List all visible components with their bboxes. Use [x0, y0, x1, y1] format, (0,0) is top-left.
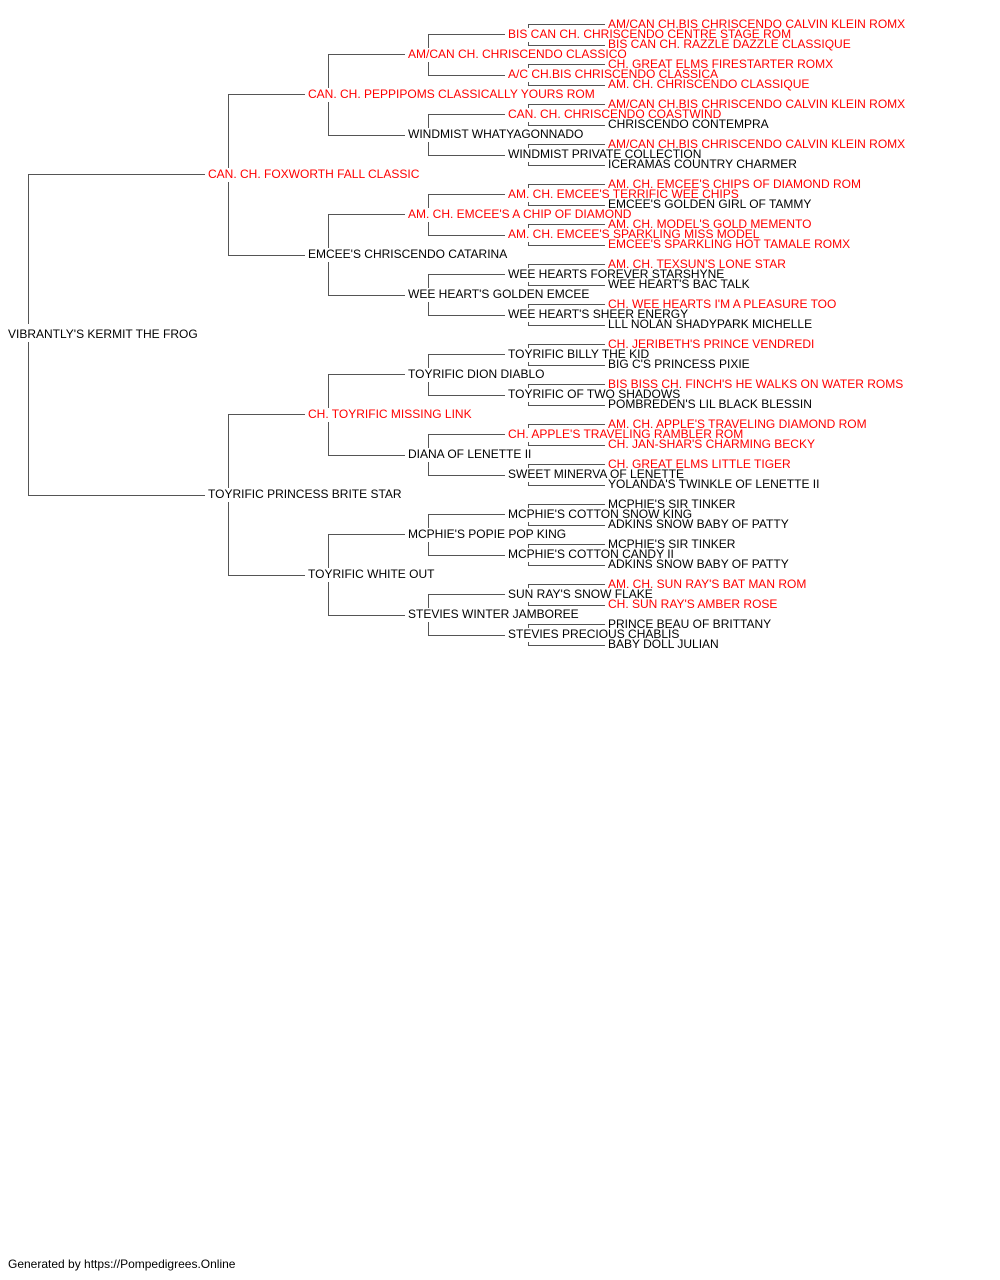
ancestor-name: BIG C'S PRINCESS PIXIE [608, 357, 750, 371]
ancestor-name: CH. TOYRIFIC MISSING LINK [308, 407, 472, 421]
ancestor-name: AM. CH. TEXSUN'S LONE STAR [608, 257, 786, 271]
ancestor-name: YOLANDA'S TWINKLE OF LENETTE II [608, 477, 819, 491]
generated-by-footer: Generated by https://Pompedigrees.Online [8, 1257, 236, 1271]
ancestor-name: WINDMIST PRIVATE COLLECTION [508, 147, 701, 161]
ancestor-name: AM. CH. APPLE'S TRAVELING DIAMOND ROM [608, 417, 867, 431]
ancestor-name: AM/CAN CH.BIS CHRISCENDO CALVIN KLEIN RO… [608, 137, 905, 151]
ancestor-name: ADKINS SNOW BABY OF PATTY [608, 557, 789, 571]
ancestor-name: TOYRIFIC BILLY THE KID [508, 347, 649, 361]
pedigree-labels: VIBRANTLY'S KERMIT THE FROG CAN. CH. FOXW… [8, 17, 905, 651]
ancestor-name: TOYRIFIC OF TWO SHADOWS [508, 387, 680, 401]
ancestor-name: ADKINS SNOW BABY OF PATTY [608, 517, 789, 531]
ancestor-name: POMBREDEN'S LIL BLACK BLESSIN [608, 397, 812, 411]
ancestor-name: ICERAMAS COUNTRY CHARMER [608, 157, 797, 171]
ancestor-name: AM. CH. EMCEE'S A CHIP OF DIAMOND [408, 207, 632, 221]
ancestor-name: WEE HEART'S BAC TALK [608, 277, 750, 291]
ancestor-name: LLL NOLAN SHADYPARK MICHELLE [608, 317, 812, 331]
ancestor-name: SWEET MINERVA OF LENETTE [508, 467, 684, 481]
pedigree-connectors [28, 24, 605, 646]
ancestor-name: STEVIES WINTER JAMBOREE [408, 607, 579, 621]
ancestor-name: WEE HEART'S SHEER ENERGY [508, 307, 688, 321]
ancestor-name: WEE HEART'S GOLDEN EMCEE [408, 287, 589, 301]
ancestor-name: AM. CH. CHRISCENDO CLASSIQUE [608, 77, 809, 91]
ancestor-name: WINDMIST WHATYAGONNADO [408, 127, 583, 141]
ancestor-name: MCPHIE'S COTTON CANDY II [508, 547, 674, 561]
ancestor-name: AM. CH. EMCEE'S SPARKLING MISS MODEL [508, 227, 760, 241]
ancestor-name: MCPHIE'S POPIE POP KING [408, 527, 566, 541]
subject-dog-name: VIBRANTLY'S KERMIT THE FROG [8, 327, 198, 341]
ancestor-name: CH. SUN RAY'S AMBER ROSE [608, 597, 777, 611]
ancestor-name: TOYRIFIC DION DIABLO [408, 367, 544, 381]
ancestor-name: CH. GREAT ELMS LITTLE TIGER [608, 457, 791, 471]
ancestor-name: AM. CH. SUN RAY'S BAT MAN ROM [608, 577, 806, 591]
ancestor-name: BIS BISS CH. FINCH'S HE WALKS ON WATER R… [608, 377, 903, 391]
ancestor-name: TOYRIFIC PRINCESS BRITE STAR [208, 487, 402, 501]
ancestor-name: WEE HEARTS FOREVER STARSHYNE [508, 267, 724, 281]
ancestor-name: BIS CAN CH. CHRISCENDO CENTRE STAGE ROM [508, 27, 791, 41]
ancestor-name: CHRISCENDO CONTEMPRA [608, 117, 769, 131]
ancestor-name: AM. CH. MODEL'S GOLD MEMENTO [608, 217, 811, 231]
ancestor-name: AM. CH. EMCEE'S TERRIFIC WEE CHIPS [508, 187, 739, 201]
ancestor-name: CAN. CH. PEPPIPOMS CLASSICALLY YOURS ROM [308, 87, 595, 101]
ancestor-name: EMCEE'S SPARKLING HOT TAMALE ROMX [608, 237, 850, 251]
ancestor-name: DIANA OF LENETTE II [408, 447, 531, 461]
ancestor-name: EMCEE'S GOLDEN GIRL OF TAMMY [608, 197, 811, 211]
ancestor-name: MCPHIE'S SIR TINKER [608, 497, 736, 511]
ancestor-name: MCPHIE'S COTTON SNOW KING [508, 507, 692, 521]
ancestor-name: CH. APPLE'S TRAVELING RAMBLER ROM [508, 427, 743, 441]
ancestor-name: AM/CAN CH.BIS CHRISCENDO CALVIN KLEIN RO… [608, 17, 905, 31]
ancestor-name: CAN. CH. CHRISCENDO COASTWIND [508, 107, 722, 121]
ancestor-name: SUN RAY'S SNOW FLAKE [508, 587, 653, 601]
ancestor-name: MCPHIE'S SIR TINKER [608, 537, 736, 551]
ancestor-name: TOYRIFIC WHITE OUT [308, 567, 435, 581]
ancestor-name: CAN. CH. FOXWORTH FALL CLASSIC [208, 167, 420, 181]
ancestor-name: CH. JERIBETH'S PRINCE VENDREDI [608, 337, 814, 351]
ancestor-name: AM. CH. EMCEE'S CHIPS OF DIAMOND ROM [608, 177, 861, 191]
ancestor-name: STEVIES PRECIOUS CHABLIS [508, 627, 679, 641]
ancestor-name: BABY DOLL JULIAN [608, 637, 719, 651]
ancestor-name: PRINCE BEAU OF BRITTANY [608, 617, 771, 631]
ancestor-name: A/C CH.BIS CHRISCENDO CLASSICA [508, 67, 718, 81]
ancestor-name: CH. JAN-SHAR'S CHARMING BECKY [608, 437, 815, 451]
ancestor-name: BIS CAN CH. RAZZLE DAZZLE CLASSIQUE [608, 37, 851, 51]
ancestor-name: EMCEE'S CHRISCENDO CATARINA [308, 247, 507, 261]
ancestor-name: AM/CAN CH. CHRISCENDO CLASSICO [408, 47, 627, 61]
ancestor-name: AM/CAN CH.BIS CHRISCENDO CALVIN KLEIN RO… [608, 97, 905, 111]
ancestor-name: CH. WEE HEARTS I'M A PLEASURE TOO [608, 297, 836, 311]
ancestor-name: CH. GREAT ELMS FIRESTARTER ROMX [608, 57, 833, 71]
